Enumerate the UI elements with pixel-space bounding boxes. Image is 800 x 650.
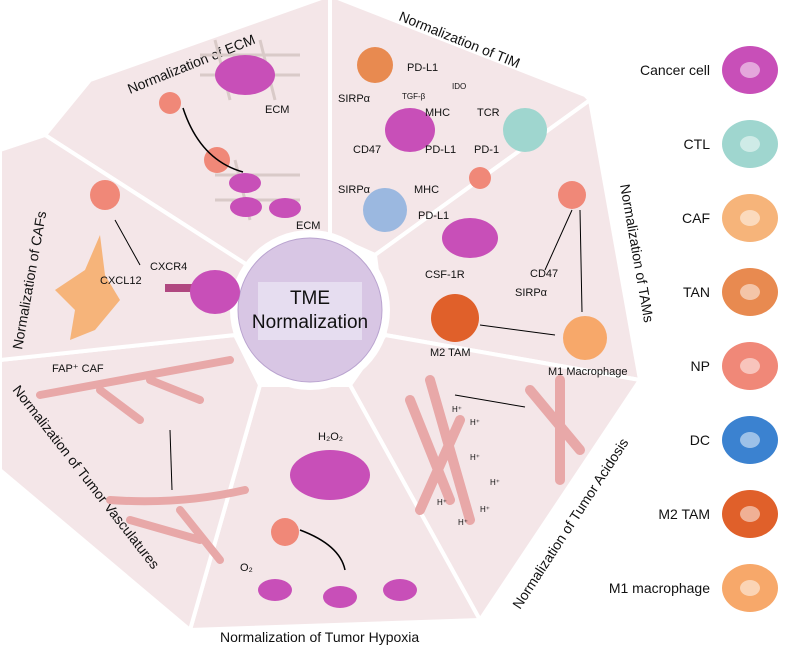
tim-tcr: TCR	[477, 107, 500, 119]
tim-ido: IDO	[452, 82, 466, 91]
cafs-cxcl12: CXCL12	[100, 275, 142, 287]
legend-item: TAN	[683, 268, 778, 316]
tams-m1: M1 Macrophage	[548, 366, 628, 378]
legend-label: TAN	[683, 284, 710, 300]
legend-label: CTL	[684, 136, 711, 152]
legend-nucleus-icon	[740, 284, 760, 300]
title-hypoxia: Normalization of Tumor Hypoxia	[220, 629, 419, 645]
legend-label: NP	[691, 358, 710, 374]
hypoxia-o2: O₂	[240, 562, 253, 574]
tams-sirpa: SIRPα	[515, 287, 548, 299]
legend-label: Cancer cell	[640, 62, 710, 78]
legend-nucleus-icon	[740, 506, 760, 522]
center-tme: TME Normalization	[230, 230, 390, 390]
acidosis-h6: H⁺	[480, 505, 490, 514]
tim-mhc-1: MHC	[425, 107, 450, 119]
center-title-line1: TME	[290, 288, 330, 309]
tim-pd1: PD-1	[474, 144, 499, 156]
legend-nucleus-icon	[740, 136, 760, 152]
center-title-line2: Normalization	[252, 312, 368, 333]
legend-item: NP	[691, 342, 778, 390]
ecm-label-top: ECM	[265, 104, 289, 116]
tim-illustration: PD-L1 IDO TGF-β SIRPα MHC TCR CD47 PD-L1…	[338, 47, 547, 232]
vasculature-illustration	[36, 356, 249, 564]
legend-item: CAF	[682, 194, 778, 242]
tim-sirpa-1: SIRPα	[338, 93, 371, 105]
legend-label: CAF	[682, 210, 710, 226]
tim-pdl1-1: PD-L1	[407, 62, 438, 74]
tim-tgfb: TGF-β	[402, 92, 426, 101]
acidosis-illustration: H⁺ H⁺ H⁺ H⁺ H⁺ H⁺ H⁺	[405, 375, 585, 527]
tim-sirpa-2: SIRPα	[338, 184, 371, 196]
legend-label: M2 TAM	[658, 506, 710, 522]
acidosis-h5: H⁺	[437, 498, 447, 507]
acidosis-h7: H⁺	[458, 518, 468, 527]
tams-illustration: CSF-1R CD47 SIRPα M2 TAM M1 Macrophage	[425, 181, 628, 378]
legend-item: M2 TAM	[658, 490, 778, 538]
ecm-illustration: ECM ECM	[159, 39, 320, 232]
legend-item: M1 macrophage	[609, 564, 778, 612]
tim-mhc-2: MHC	[414, 184, 439, 196]
cafs-illustration: CXCR4 CXCL12 FAP⁺ CAF	[52, 180, 240, 375]
tams-m2: M2 TAM	[430, 347, 471, 359]
legend-nucleus-icon	[740, 62, 760, 78]
legend-nucleus-icon	[740, 358, 760, 374]
acidosis-h1: H⁺	[452, 405, 462, 414]
legend-item: CTL	[684, 120, 778, 168]
legend-label: DC	[690, 432, 710, 448]
hypoxia-illustration: H₂O₂ O₂	[240, 431, 417, 608]
legend-label: M1 macrophage	[609, 580, 710, 596]
cafs-fap-caf: FAP⁺ CAF	[52, 363, 104, 375]
heptagon-segments	[0, 0, 640, 630]
ecm-label-bottom: ECM	[296, 220, 320, 232]
acidosis-h3: H⁺	[470, 453, 480, 462]
segment-cafs	[0, 132, 258, 363]
acidosis-h2: H⁺	[470, 418, 480, 427]
cafs-cxcr4: CXCR4	[150, 261, 187, 273]
tim-pdl1-3: PD-L1	[418, 210, 449, 222]
tams-csf1r: CSF-1R	[425, 269, 465, 281]
tim-cd47: CD47	[353, 144, 381, 156]
legend-nucleus-icon	[740, 580, 760, 596]
legend-nucleus-icon	[740, 432, 760, 448]
hypoxia-h2o2: H₂O₂	[318, 431, 343, 443]
legend-nucleus-icon	[740, 210, 760, 226]
tim-pdl1-2: PD-L1	[425, 144, 456, 156]
legend-item: DC	[690, 416, 778, 464]
tams-cd47: CD47	[530, 268, 558, 280]
acidosis-h4: H⁺	[490, 478, 500, 487]
legend-item: Cancer cell	[640, 46, 778, 94]
